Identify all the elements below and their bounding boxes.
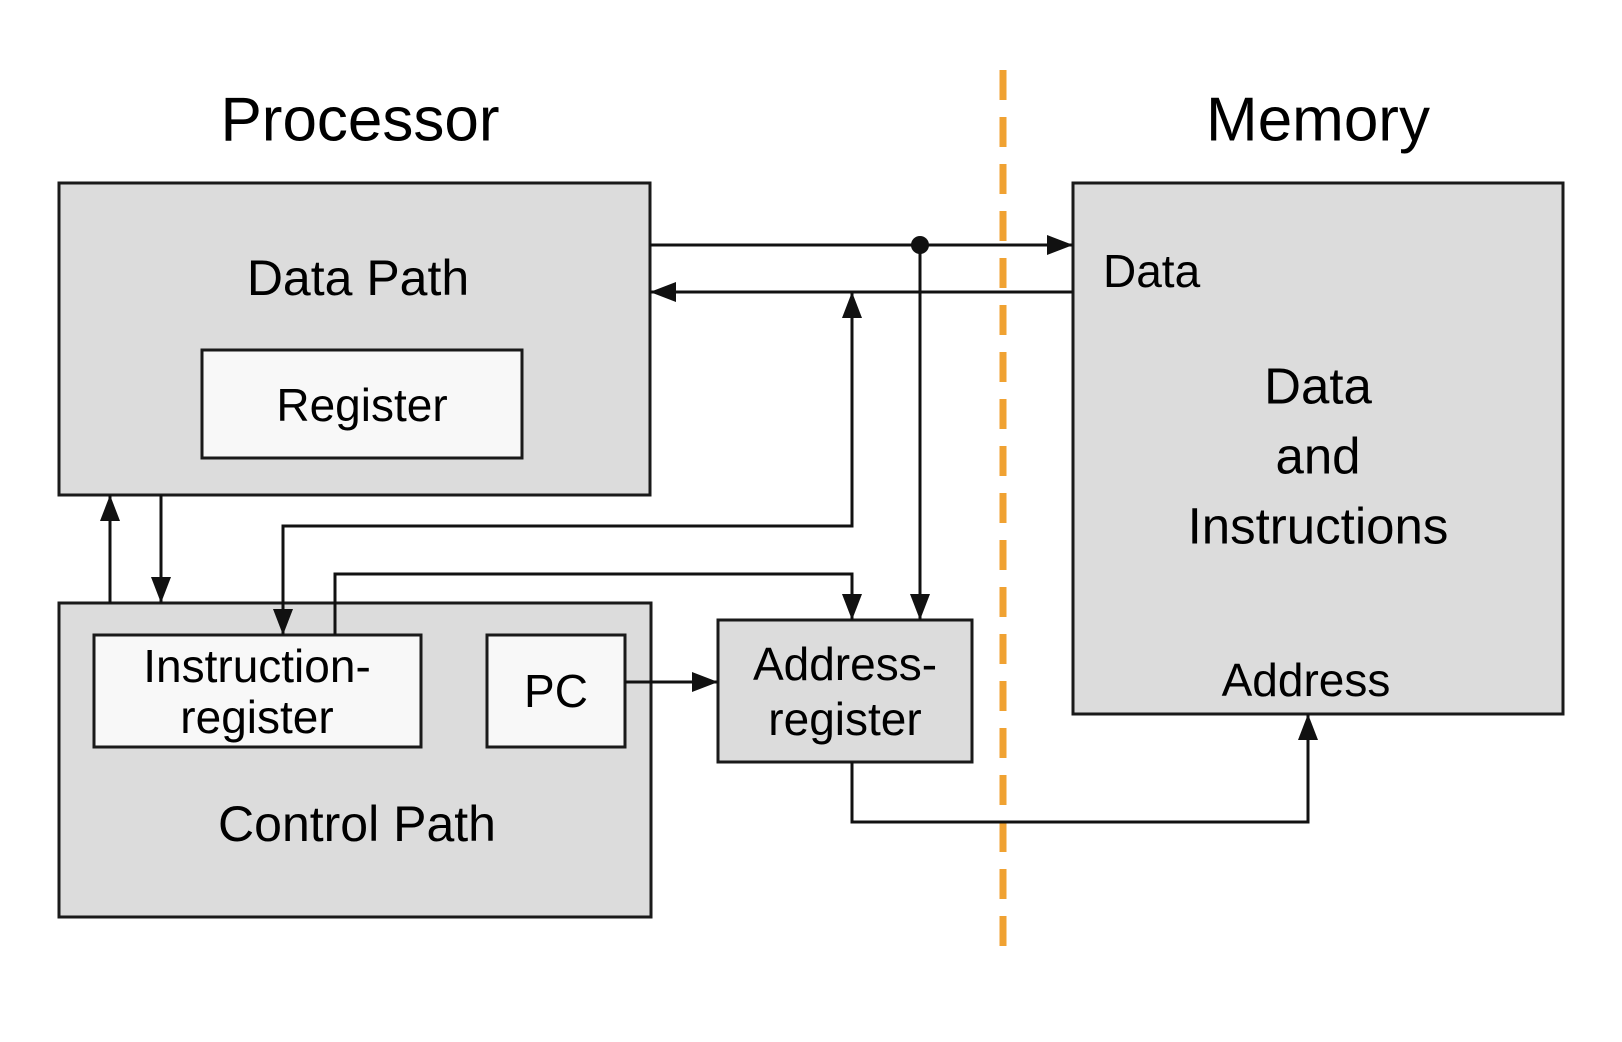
pc-label: PC <box>524 665 588 717</box>
databus-instruction-register-arrow <box>273 292 862 635</box>
address-register-label-line1: Address- <box>753 638 937 690</box>
instruction-register-to-addressregister-arrow <box>333 572 862 635</box>
address-register-label-line2: register <box>768 693 921 745</box>
instruction-register-box <box>92 633 423 749</box>
memory-data-port-label: Data <box>1103 245 1201 297</box>
instruction-register-label-line2: register <box>180 691 333 743</box>
processor-title: Processor <box>220 86 499 155</box>
memory-content-line1: Data <box>1264 358 1372 415</box>
memory-box <box>1071 181 1565 716</box>
addressregister-to-memory-address-arrow <box>850 714 1318 824</box>
register-label: Register <box>276 379 447 431</box>
control-path-label: Control Path <box>218 796 496 852</box>
memory-content-line2: and <box>1275 428 1360 485</box>
memory-title: Memory <box>1206 86 1430 155</box>
memory-content-line3: Instructions <box>1188 498 1449 555</box>
instruction-register-label-line1: Instruction- <box>143 640 371 692</box>
pc-box <box>485 633 627 749</box>
data-path-label: Data Path <box>247 250 469 306</box>
memory-address-port-label: Address <box>1222 654 1391 706</box>
